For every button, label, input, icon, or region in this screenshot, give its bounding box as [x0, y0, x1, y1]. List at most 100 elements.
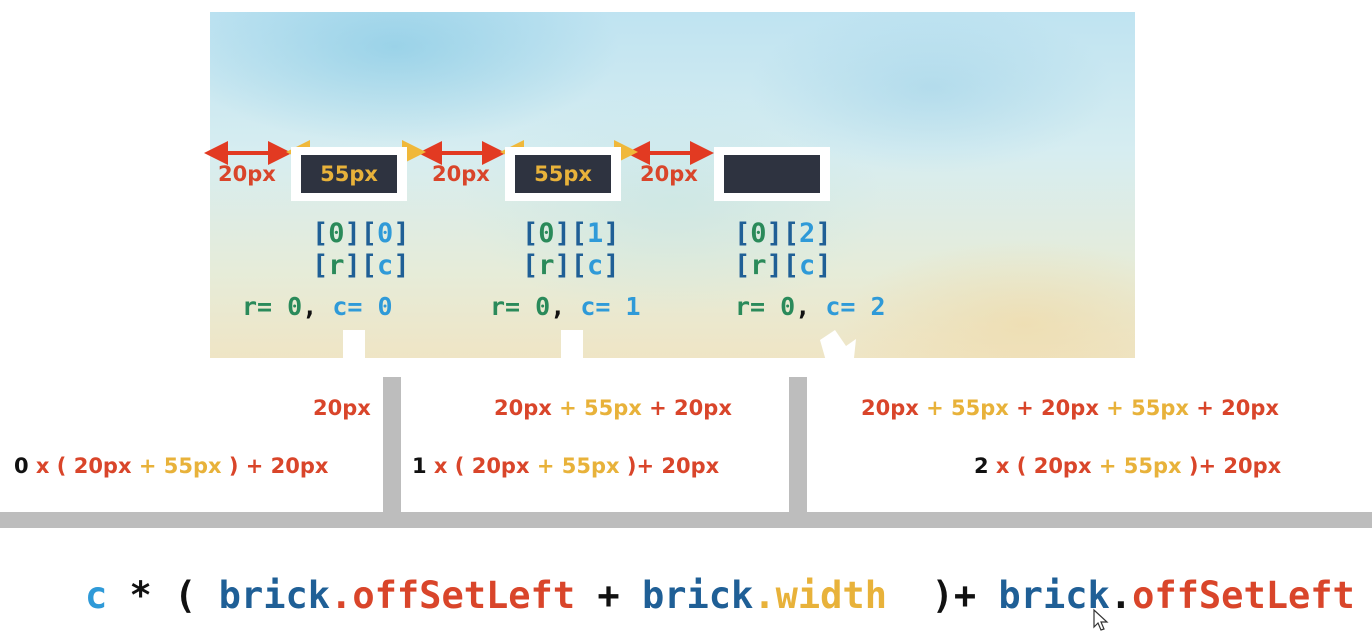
- r-value: 0: [287, 292, 303, 321]
- expr-op: x (: [28, 454, 74, 478]
- r-value: 0: [780, 292, 796, 321]
- down-arrow-1: [331, 330, 377, 380]
- formula-op: * (: [107, 574, 219, 617]
- r-text: r=: [490, 292, 536, 321]
- gap-label-3: 20px: [640, 162, 698, 186]
- sum-term: 20px: [313, 396, 371, 420]
- col-value: 1: [587, 218, 604, 249]
- brick-0-2: [714, 147, 830, 201]
- sum-term: 20px: [494, 396, 552, 420]
- formula-obj: brick: [218, 574, 331, 617]
- sum-col-2: 20px + 55px + 20px + 55px + 20px: [861, 396, 1279, 420]
- index-label-0: [0][0]: [312, 218, 410, 249]
- index-label-1: [0][1]: [522, 218, 620, 249]
- formula-op: +: [575, 574, 642, 617]
- c-text: c=: [825, 292, 871, 321]
- expr-gap: 20px: [73, 454, 132, 478]
- expr-col-1: 1 x ( 20px + 55px )+ 20px: [412, 454, 719, 478]
- multiplier: 0: [14, 454, 29, 478]
- expr-tail: )+ 20px: [1181, 454, 1282, 478]
- formula-obj: brick: [641, 574, 754, 617]
- sum-col-1: 20px + 55px + 20px: [494, 396, 732, 420]
- rc-label-2: [r][c]: [734, 250, 832, 281]
- c-value: 0: [377, 292, 393, 321]
- separator: ,: [795, 292, 826, 321]
- c-letter: c: [587, 250, 604, 281]
- general-formula: c * ( brick.offSetLeft + brick.width )+ …: [85, 574, 1355, 617]
- baseline-bar: [0, 512, 1372, 528]
- row-value: 0: [538, 218, 555, 249]
- c-value: 1: [625, 292, 641, 321]
- expr-tail: )+ 20px: [619, 454, 720, 478]
- sum-op: +: [1098, 396, 1132, 420]
- rc-values-1: r= 0, c= 1: [490, 292, 641, 321]
- sum-op: +: [551, 396, 585, 420]
- expr-gap: 20px: [1033, 454, 1092, 478]
- col-value: 2: [799, 218, 816, 249]
- c-value: 2: [870, 292, 886, 321]
- sum-term: 55px: [1131, 396, 1189, 420]
- expr-plus: +: [529, 454, 562, 478]
- formula-prop-width: width: [775, 574, 887, 617]
- c-text: c=: [580, 292, 626, 321]
- expr-plus: +: [1091, 454, 1124, 478]
- c-letter: c: [799, 250, 816, 281]
- formula-prop-offsetleft: offSetLeft: [352, 574, 576, 617]
- sum-term: + 20px: [1188, 396, 1279, 420]
- expr-width: 55px: [1123, 454, 1182, 478]
- r-letter: r: [538, 250, 555, 281]
- c-text: c=: [332, 292, 378, 321]
- c-letter: c: [377, 250, 394, 281]
- formula-op: )+: [887, 574, 999, 617]
- col-value: 0: [377, 218, 394, 249]
- rc-label-1: [r][c]: [522, 250, 620, 281]
- sum-op: +: [918, 396, 952, 420]
- formula-prop-offsetleft: offSetLeft: [1132, 574, 1355, 617]
- divider-bar-1: [383, 377, 401, 517]
- gap-label-2: 20px: [432, 162, 490, 186]
- expr-width: 55px: [561, 454, 620, 478]
- formula-c: c: [85, 574, 108, 617]
- sum-term: 55px: [584, 396, 642, 420]
- sum-col-0: 20px: [313, 396, 371, 420]
- brick-0-0: 55px: [291, 147, 407, 201]
- formula-obj: brick: [998, 574, 1110, 617]
- formula-dot: .: [1109, 574, 1133, 617]
- brick-width-label-2: 55px: [534, 162, 592, 186]
- expr-op: x (: [988, 454, 1034, 478]
- brick-0-1: 55px: [505, 147, 621, 201]
- expr-width: 55px: [163, 454, 222, 478]
- expr-op: x (: [426, 454, 472, 478]
- row-value: 0: [328, 218, 345, 249]
- separator: ,: [550, 292, 581, 321]
- mouse-cursor-icon: [1093, 608, 1109, 631]
- brick-width-label-1: 55px: [320, 162, 378, 186]
- multiplier: 2: [974, 454, 989, 478]
- expr-col-2: 2 x ( 20px + 55px )+ 20px: [974, 454, 1281, 478]
- gap-label-1: 20px: [218, 162, 276, 186]
- divider-bar-2: [789, 377, 807, 517]
- rc-values-0: r= 0, c= 0: [242, 292, 393, 321]
- expr-plus: +: [131, 454, 164, 478]
- r-text: r=: [242, 292, 288, 321]
- rc-label-0: [r][c]: [312, 250, 410, 281]
- rc-values-2: r= 0, c= 2: [735, 292, 886, 321]
- sum-term: 55px: [951, 396, 1009, 420]
- r-value: 0: [535, 292, 551, 321]
- expr-tail: ) + 20px: [221, 454, 329, 478]
- index-label-2: [0][2]: [734, 218, 832, 249]
- r-text: r=: [735, 292, 781, 321]
- formula-dot: .: [753, 574, 776, 617]
- r-letter: r: [750, 250, 767, 281]
- expr-gap: 20px: [471, 454, 530, 478]
- sum-term: 20px: [861, 396, 919, 420]
- separator: ,: [302, 292, 333, 321]
- expr-col-0: 0 x ( 20px + 55px ) + 20px: [14, 454, 328, 478]
- multiplier: 1: [412, 454, 427, 478]
- down-arrow-3: [815, 330, 856, 377]
- sum-term: + 20px: [1008, 396, 1099, 420]
- down-arrow-2: [549, 330, 595, 380]
- row-value: 0: [750, 218, 767, 249]
- formula-dot: .: [330, 574, 353, 617]
